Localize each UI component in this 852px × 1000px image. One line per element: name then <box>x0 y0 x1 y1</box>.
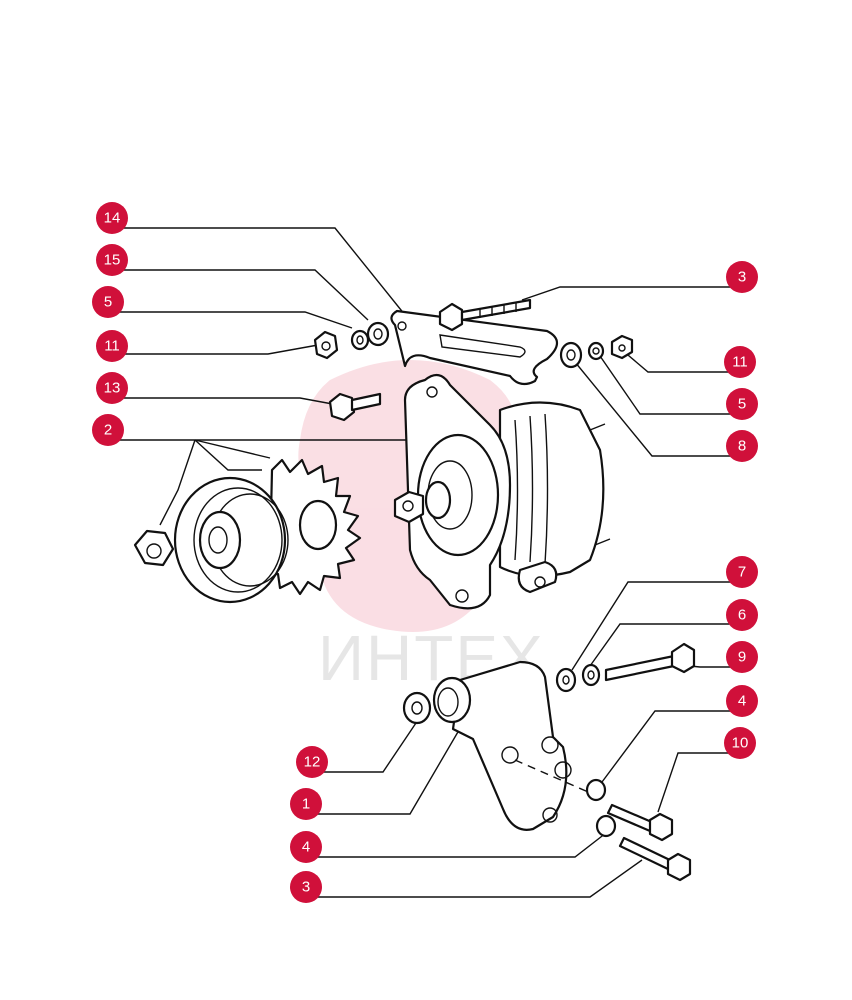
pulley <box>173 476 289 604</box>
svg-text:11: 11 <box>104 338 120 355</box>
callout-1: 1 <box>290 788 322 820</box>
bushing-12 <box>402 691 432 725</box>
svg-text:8: 8 <box>738 438 746 455</box>
callout-14: 14 <box>96 202 128 234</box>
washer-7 <box>555 667 577 693</box>
svg-text:7: 7 <box>738 564 746 581</box>
svg-text:6: 6 <box>738 607 746 624</box>
bolt-long-top <box>438 298 532 332</box>
callout-4-upper: 4 <box>726 685 758 717</box>
svg-text:15: 15 <box>104 252 121 269</box>
nut-11-left <box>313 330 339 360</box>
callout-5-right: 5 <box>726 388 758 420</box>
pulley-nut <box>133 529 175 567</box>
callout-6: 6 <box>726 599 758 631</box>
fan <box>262 458 362 596</box>
callout-2: 2 <box>92 414 124 446</box>
washer-6 <box>581 663 601 687</box>
svg-text:3: 3 <box>302 879 310 896</box>
callout-12: 12 <box>296 746 328 778</box>
svg-text:9: 9 <box>738 649 746 666</box>
alternator <box>393 373 611 610</box>
callout-3-top: 3 <box>726 261 758 293</box>
svg-text:12: 12 <box>304 754 321 771</box>
callout-11-right: 11 <box>724 346 756 378</box>
callout-15: 15 <box>96 244 128 276</box>
bolt-10 <box>606 803 674 842</box>
washer-15 <box>366 321 390 347</box>
svg-text:11: 11 <box>732 354 748 371</box>
svg-text:3: 3 <box>738 269 746 286</box>
callout-7: 7 <box>726 556 758 588</box>
nut-11-right <box>610 334 634 360</box>
svg-text:14: 14 <box>104 210 121 227</box>
svg-text:5: 5 <box>738 396 746 413</box>
svg-text:13: 13 <box>104 380 121 397</box>
callout-13: 13 <box>96 372 128 404</box>
svg-text:5: 5 <box>104 294 112 311</box>
callout-3-bottom: 3 <box>290 871 322 903</box>
washer-5-right <box>587 341 605 361</box>
bolt-9 <box>604 642 696 682</box>
svg-text:2: 2 <box>104 422 112 439</box>
callout-8: 8 <box>726 430 758 462</box>
callout-4-lower: 4 <box>290 831 322 863</box>
callout-9: 9 <box>726 641 758 673</box>
bracket <box>432 660 596 831</box>
svg-text:4: 4 <box>302 839 310 856</box>
callout-10: 10 <box>724 727 756 759</box>
bolt-13 <box>328 392 382 422</box>
callout-5-left: 5 <box>92 286 124 318</box>
washer-4-upper <box>585 778 607 802</box>
washer-8 <box>559 341 583 369</box>
bolt-3-bottom <box>618 836 692 882</box>
washer-4-lower <box>595 814 617 838</box>
svg-text:4: 4 <box>738 693 746 710</box>
washer-5-left <box>350 329 370 351</box>
adjuster-strap <box>390 309 559 386</box>
svg-text:1: 1 <box>302 796 310 813</box>
leader-lines <box>112 227 742 898</box>
callout-11-left: 11 <box>96 330 128 362</box>
svg-text:10: 10 <box>732 735 749 752</box>
